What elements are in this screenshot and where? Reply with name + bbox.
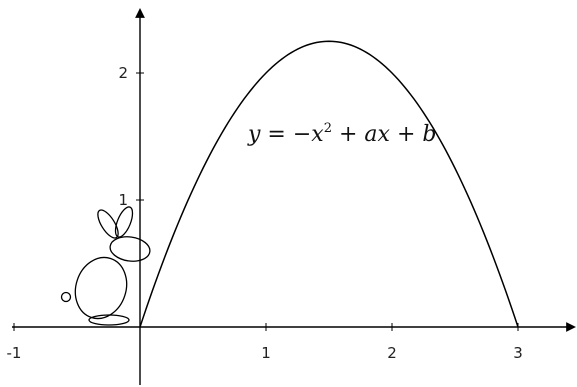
rabbit-ear-right (114, 206, 134, 238)
eq-plus-1: + (332, 122, 364, 147)
rabbit-ear-left (97, 209, 119, 239)
x-tick-label: -1 (7, 344, 22, 362)
y-tick-label: 1 (118, 191, 128, 209)
eq-x1: x (311, 122, 324, 147)
rabbit-foot (88, 314, 130, 326)
eq-equals-minus: = − (260, 122, 311, 147)
eq-x2: x (378, 122, 391, 147)
y-tick-label: 2 (118, 64, 128, 82)
x-axis-ticks: -1 1 2 3 (7, 323, 523, 362)
equation-label: y = −x2 + ax + b (247, 121, 436, 147)
x-tick-label: 3 (513, 344, 523, 362)
parabola-curve (139, 40, 519, 328)
eq-exponent: 2 (324, 121, 332, 136)
eq-b: b (422, 122, 436, 147)
x-tick-label: 2 (387, 344, 397, 362)
rabbit-tail (60, 291, 72, 303)
rabbit-head (109, 236, 151, 262)
eq-plus-2: + (390, 122, 422, 147)
y-axis-ticks: 12 (118, 64, 144, 209)
rabbit-sketch-icon (60, 206, 151, 326)
eq-y: y (247, 122, 261, 147)
eq-a: a (364, 122, 377, 147)
rabbit-body (74, 256, 128, 320)
x-tick-label: 1 (261, 344, 271, 362)
